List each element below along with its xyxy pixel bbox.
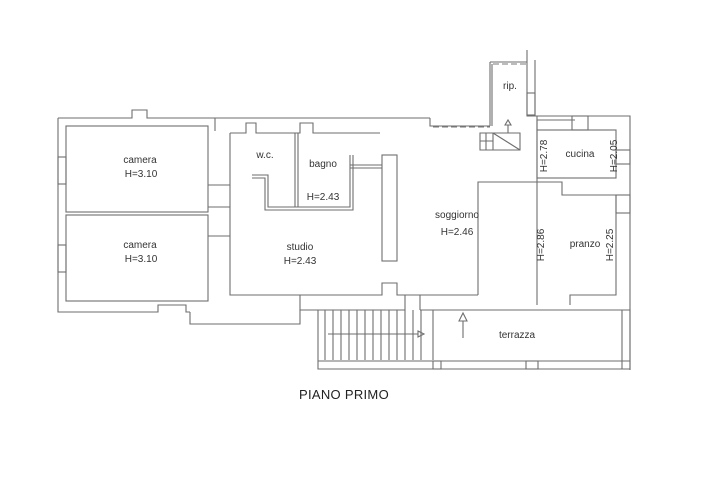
room-height-pranzo-left: H=2.86 bbox=[536, 228, 547, 262]
room-height-pranzo-right: H=2.25 bbox=[605, 228, 616, 262]
room-label-bagno: bagno bbox=[309, 159, 337, 170]
room-label-terrazza: terrazza bbox=[498, 330, 536, 341]
room-height-camera-1: H=3.10 bbox=[124, 169, 158, 180]
room-label-soggiorno: soggiorno bbox=[435, 210, 479, 221]
room-height-cucina-left: H=2.78 bbox=[539, 139, 550, 173]
room-label-wc: w.c. bbox=[256, 150, 274, 161]
room-label-rip: rip. bbox=[503, 81, 517, 92]
room-label-studio: studio bbox=[286, 242, 314, 253]
room-height-studio: H=2.43 bbox=[283, 256, 317, 267]
room-height-cucina-right: H=2.05 bbox=[609, 139, 620, 173]
room-height-camera-2: H=3.10 bbox=[124, 254, 158, 265]
room-label-camera-2: camera bbox=[123, 240, 157, 251]
room-label-camera-1: camera bbox=[123, 155, 157, 166]
room-height-soggiorno: H=2.46 bbox=[440, 227, 474, 238]
floor-title: PIANO PRIMO bbox=[299, 387, 389, 402]
room-height-bagno: H=2.43 bbox=[306, 192, 340, 203]
room-label-cucina: cucina bbox=[565, 149, 595, 160]
room-label-pranzo: pranzo bbox=[569, 239, 601, 250]
